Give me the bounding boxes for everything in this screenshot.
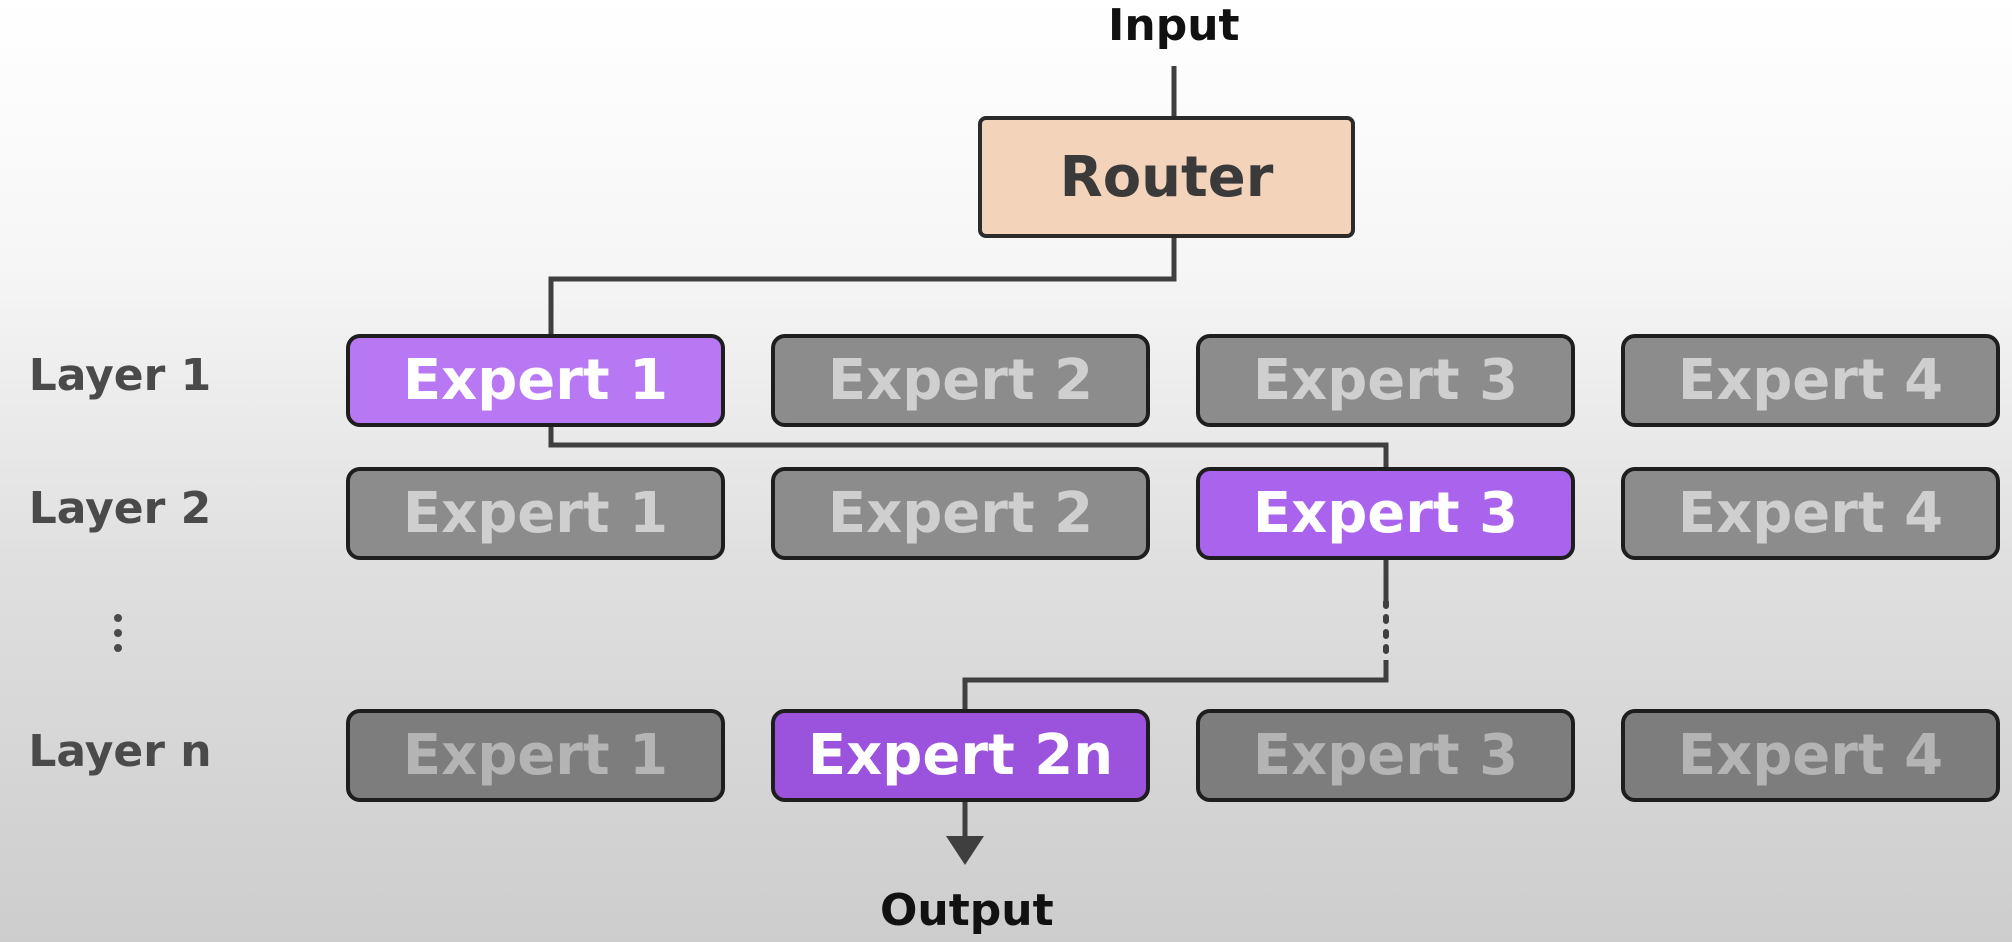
- layern-expert-2n-active[interactable]: Expert 2n: [771, 709, 1150, 802]
- layer1-expert-2[interactable]: Expert 2: [771, 334, 1150, 427]
- connector-layer1-to-layer2: [548, 427, 1389, 467]
- vertical-ellipsis-icon: [114, 614, 122, 652]
- layer2-expert-4[interactable]: Expert 4: [1621, 467, 2000, 560]
- layer2-expert-1[interactable]: Expert 1: [346, 467, 725, 560]
- output-label: Output: [880, 885, 1054, 936]
- layern-expert-3[interactable]: Expert 3: [1196, 709, 1575, 802]
- router-box: Router: [978, 116, 1355, 238]
- layern-expert-1[interactable]: Expert 1: [346, 709, 725, 802]
- output-arrowhead: [946, 836, 984, 865]
- layern-expert-4[interactable]: Expert 4: [1621, 709, 2000, 802]
- layer1-expert-4[interactable]: Expert 4: [1621, 334, 2000, 427]
- layer1-expert-1-active[interactable]: Expert 1: [346, 334, 725, 427]
- connector-router-to-layer1: [548, 238, 1177, 334]
- layer-label-n: Layer n: [28, 726, 212, 777]
- layer2-expert-3-active[interactable]: Expert 3: [1196, 467, 1575, 560]
- layer-label-2: Layer 2: [28, 483, 212, 534]
- layer1-expert-3[interactable]: Expert 3: [1196, 334, 1575, 427]
- layer2-expert-2[interactable]: Expert 2: [771, 467, 1150, 560]
- input-label: Input: [1108, 0, 1240, 51]
- layer-label-1: Layer 1: [28, 350, 212, 401]
- connector-to-layer-n: [962, 660, 1389, 709]
